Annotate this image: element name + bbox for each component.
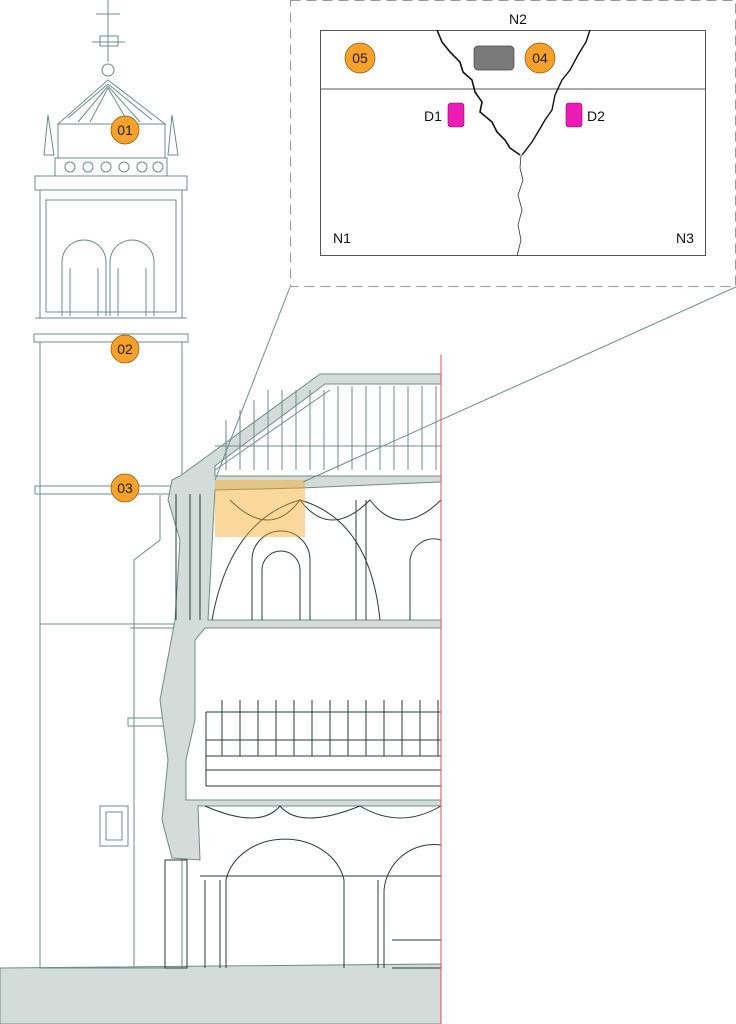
marker-label: 04 xyxy=(532,50,548,66)
marker-label: 05 xyxy=(352,50,368,66)
marker-02: 02 xyxy=(110,334,140,364)
highlight-area xyxy=(215,480,305,537)
d2-label: D2 xyxy=(587,108,605,124)
marker-03: 03 xyxy=(110,473,140,503)
marker-01: 01 xyxy=(110,115,140,145)
detail-inset: 05 04 D1 D2 N2 N1 N3 xyxy=(290,0,736,287)
d1-label: D1 xyxy=(424,108,442,124)
sensor-d2 xyxy=(565,102,583,128)
marker-label: 03 xyxy=(117,480,133,496)
crack-lower xyxy=(516,154,524,257)
sensor-d1 xyxy=(447,102,465,128)
n3-label: N3 xyxy=(676,230,694,246)
marker-label: 01 xyxy=(117,122,133,138)
nave-section xyxy=(159,373,442,969)
device-block xyxy=(473,45,515,71)
n2-label: N2 xyxy=(509,11,527,27)
crack-right xyxy=(521,29,591,156)
crack-left xyxy=(436,29,521,156)
ground xyxy=(0,963,442,1024)
n1-label: N1 xyxy=(333,230,351,246)
bell-tower xyxy=(33,0,189,969)
marker-05: 05 xyxy=(344,42,376,74)
marker-04: 04 xyxy=(524,42,556,74)
marker-label: 02 xyxy=(117,341,133,357)
